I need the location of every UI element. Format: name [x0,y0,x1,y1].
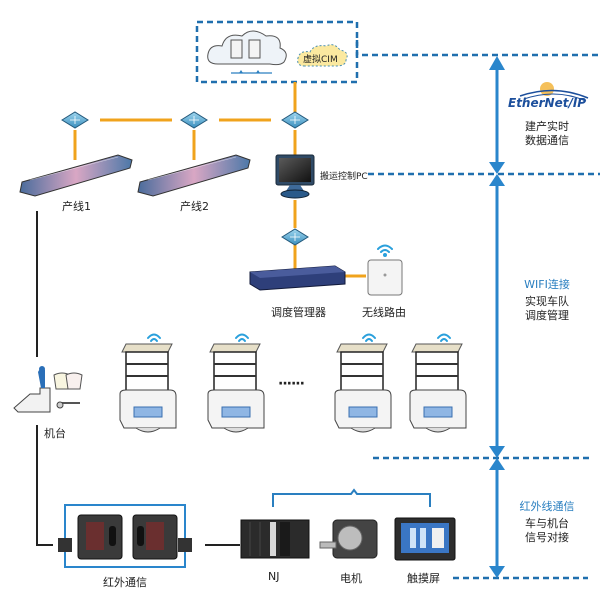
machine-links [36,211,240,546]
ir-sensor-left-icon[interactable] [58,514,123,560]
virtual-cim-cloud [297,44,348,67]
network-switch-icon[interactable] [281,228,309,246]
ethernet-section-desc: 建产实时 数据通信 [497,120,597,148]
ethernet-links [73,82,366,278]
ethernet-ip-logo [519,82,589,102]
wifi-desc-line-1: 实现车队 [525,295,569,308]
motor-icon[interactable] [319,519,378,559]
ir-section-desc: 车与机台 信号对接 [497,517,597,545]
touchscreen-icon[interactable] [394,517,456,561]
wifi-icon [147,333,161,342]
ir-sensor-frame [64,504,186,568]
transport-pc-label: 搬运控制PC [320,172,368,182]
ethernet-ip-logo-text: EtherNet/IP [508,96,587,110]
wifi-icon [377,244,393,257]
production-line-1-icon[interactable] [19,154,133,197]
production-line-1-label: 产线1 [62,200,91,213]
wifi-icon [235,333,249,342]
ir-sensor-right-icon[interactable] [132,514,192,560]
device-label-touchscreen: 触摸屏 [407,572,440,585]
wifi-section-title: WIFI连接 [524,278,570,291]
scheduler-device-icon[interactable] [249,265,346,291]
production-line-2-icon[interactable] [137,154,251,197]
transport-pc-icon[interactable] [275,154,315,199]
device-label-nj: NJ [268,570,280,583]
machine-label: 机台 [44,427,66,440]
production-line-2-label: 产线2 [180,200,209,213]
wifi-desc-line-2: 调度管理 [525,309,569,322]
device-bracket [272,488,431,507]
agv-cart-icon[interactable] [207,343,265,433]
agv-cart-icon[interactable] [409,343,467,433]
network-switch-icon[interactable] [180,111,208,129]
wifi-section-desc: 实现车队 调度管理 [497,295,597,323]
device-label-motor: 电机 [340,572,362,585]
server-cloud-icon [207,30,287,74]
network-switch-icon[interactable] [281,111,309,129]
cim-label: 虚拟CIM [303,55,338,65]
server-icon [248,39,261,59]
agv-cart-icon[interactable] [119,343,177,433]
server-icon [230,39,243,59]
wifi-icon [437,333,451,342]
agv-ellipsis: ······ [278,376,305,392]
cloud-dashed-connector [355,40,600,57]
ethernet-desc-line-2: 数据通信 [525,134,569,147]
machine-station-icon[interactable] [13,366,83,413]
nj-controller-icon[interactable] [240,519,310,559]
network-switch-icon[interactable] [61,111,89,129]
ir-section-title: 红外线通信 [519,500,575,513]
ir-desc-line-1: 车与机台 [525,517,569,530]
ethernet-desc-line-1: 建产实时 [525,120,569,133]
wifi-icon [362,333,376,342]
ir-comm-label: 红外通信 [103,576,147,589]
ir-desc-line-2: 信号对接 [525,531,569,544]
section-arrows [489,56,505,578]
wireless-router-icon[interactable] [367,259,403,296]
wireless-router-label: 无线路由 [362,306,406,319]
scheduler-label: 调度管理器 [271,306,326,319]
agv-cart-icon[interactable] [334,343,392,433]
